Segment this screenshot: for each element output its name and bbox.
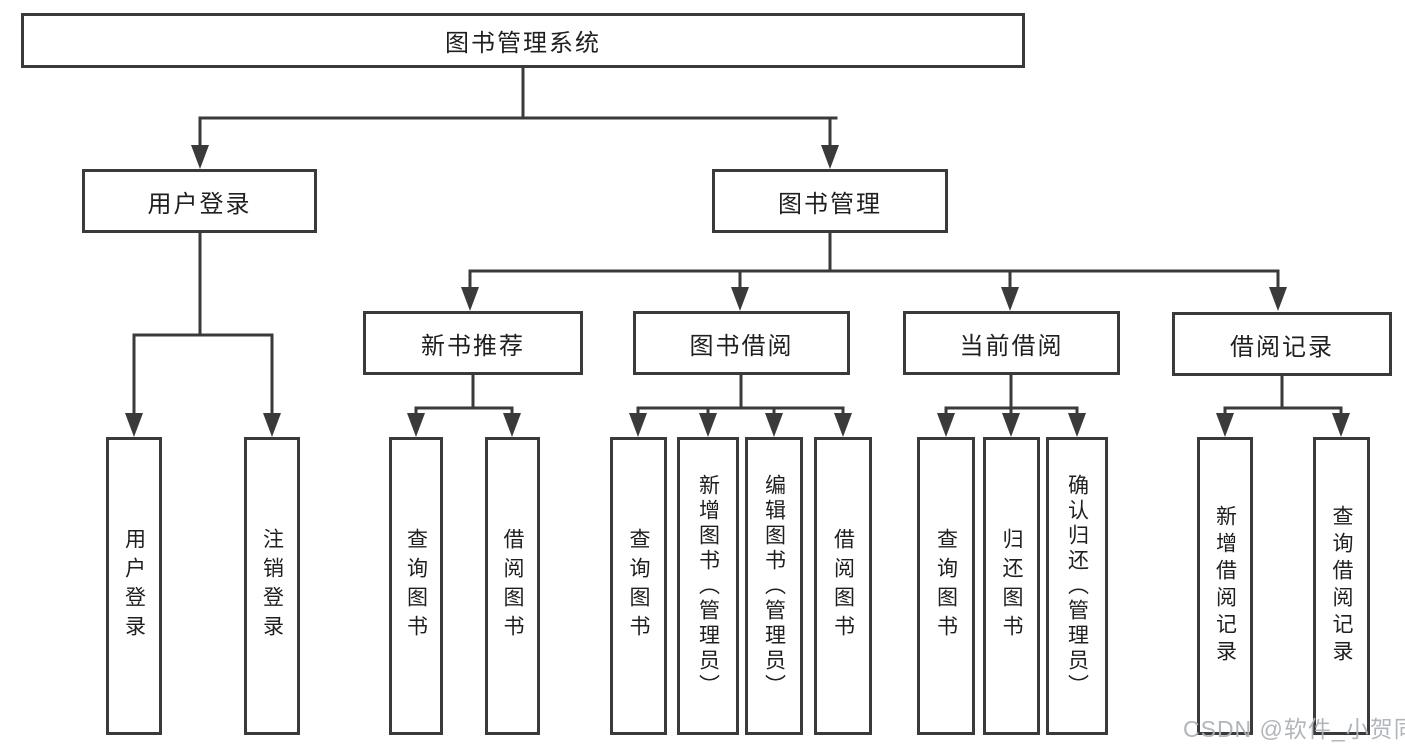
connector-book-borrow-branch: [636, 373, 845, 416]
arrow-icon: [1216, 413, 1234, 437]
node-root-system: 图书管理系统: [21, 13, 1025, 68]
node-book-borrow: 图书借阅: [633, 311, 850, 375]
arrow-icon: [1068, 413, 1086, 437]
arrow-icon: [765, 413, 783, 437]
node-leaf-logout: 注销登录: [244, 437, 300, 735]
arrow-icon: [937, 413, 955, 437]
node-leaf-borrow-book: 借阅图书: [485, 437, 540, 735]
node-new-book-recommend: 新书推荐: [363, 311, 583, 375]
arrowheads: [125, 145, 1350, 437]
connector-current-borrow-branch: [944, 373, 1079, 416]
arrow-icon: [1332, 413, 1350, 437]
node-leaf-query-book: 查询图书: [917, 437, 975, 735]
arrow-icon: [191, 145, 209, 169]
node-leaf-edit-book-admin: 编辑图书（管理员）: [745, 437, 803, 735]
arrow-icon: [834, 413, 852, 437]
node-leaf-borrow-book: 借阅图书: [814, 437, 872, 735]
csdn-watermark: CSDN @软件_小贺同学: [1183, 716, 1405, 742]
arrow-icon: [629, 413, 647, 437]
arrow-icon: [1001, 287, 1019, 311]
arrow-icon: [821, 145, 839, 169]
arrow-icon: [125, 413, 143, 437]
node-leaf-return-book: 归还图书: [983, 437, 1040, 735]
arrow-icon: [699, 413, 717, 437]
node-leaf-add-book-admin: 新增图书（管理员）: [677, 437, 739, 735]
node-leaf-query-borrow-record: 查询借阅记录: [1313, 437, 1370, 735]
node-user-login: 用户登录: [82, 169, 317, 233]
connector-user-login-branch: [132, 231, 274, 416]
arrow-icon: [407, 413, 425, 437]
node-borrow-record: 借阅记录: [1172, 312, 1392, 376]
node-book-management: 图书管理: [712, 169, 948, 233]
arrow-icon: [1269, 287, 1287, 311]
arrow-icon: [731, 287, 749, 311]
arrow-icon: [1002, 413, 1020, 437]
node-leaf-query-book: 查询图书: [610, 437, 667, 735]
node-leaf-confirm-return-admin: 确认归还（管理员）: [1046, 437, 1108, 735]
connector-book-management-branch: [468, 231, 1280, 290]
arrow-icon: [503, 413, 521, 437]
connector-root-to-level2: [198, 66, 838, 147]
node-leaf-query-book: 查询图书: [389, 437, 443, 735]
arrow-icon: [461, 287, 479, 311]
arrow-icon: [263, 413, 281, 437]
connector-new-book-branch: [414, 373, 514, 416]
node-leaf-user-login: 用户登录: [106, 437, 162, 735]
node-leaf-add-borrow-record: 新增借阅记录: [1197, 437, 1253, 735]
node-current-borrow: 当前借阅: [903, 311, 1120, 375]
connector-borrow-record-branch: [1223, 373, 1343, 416]
